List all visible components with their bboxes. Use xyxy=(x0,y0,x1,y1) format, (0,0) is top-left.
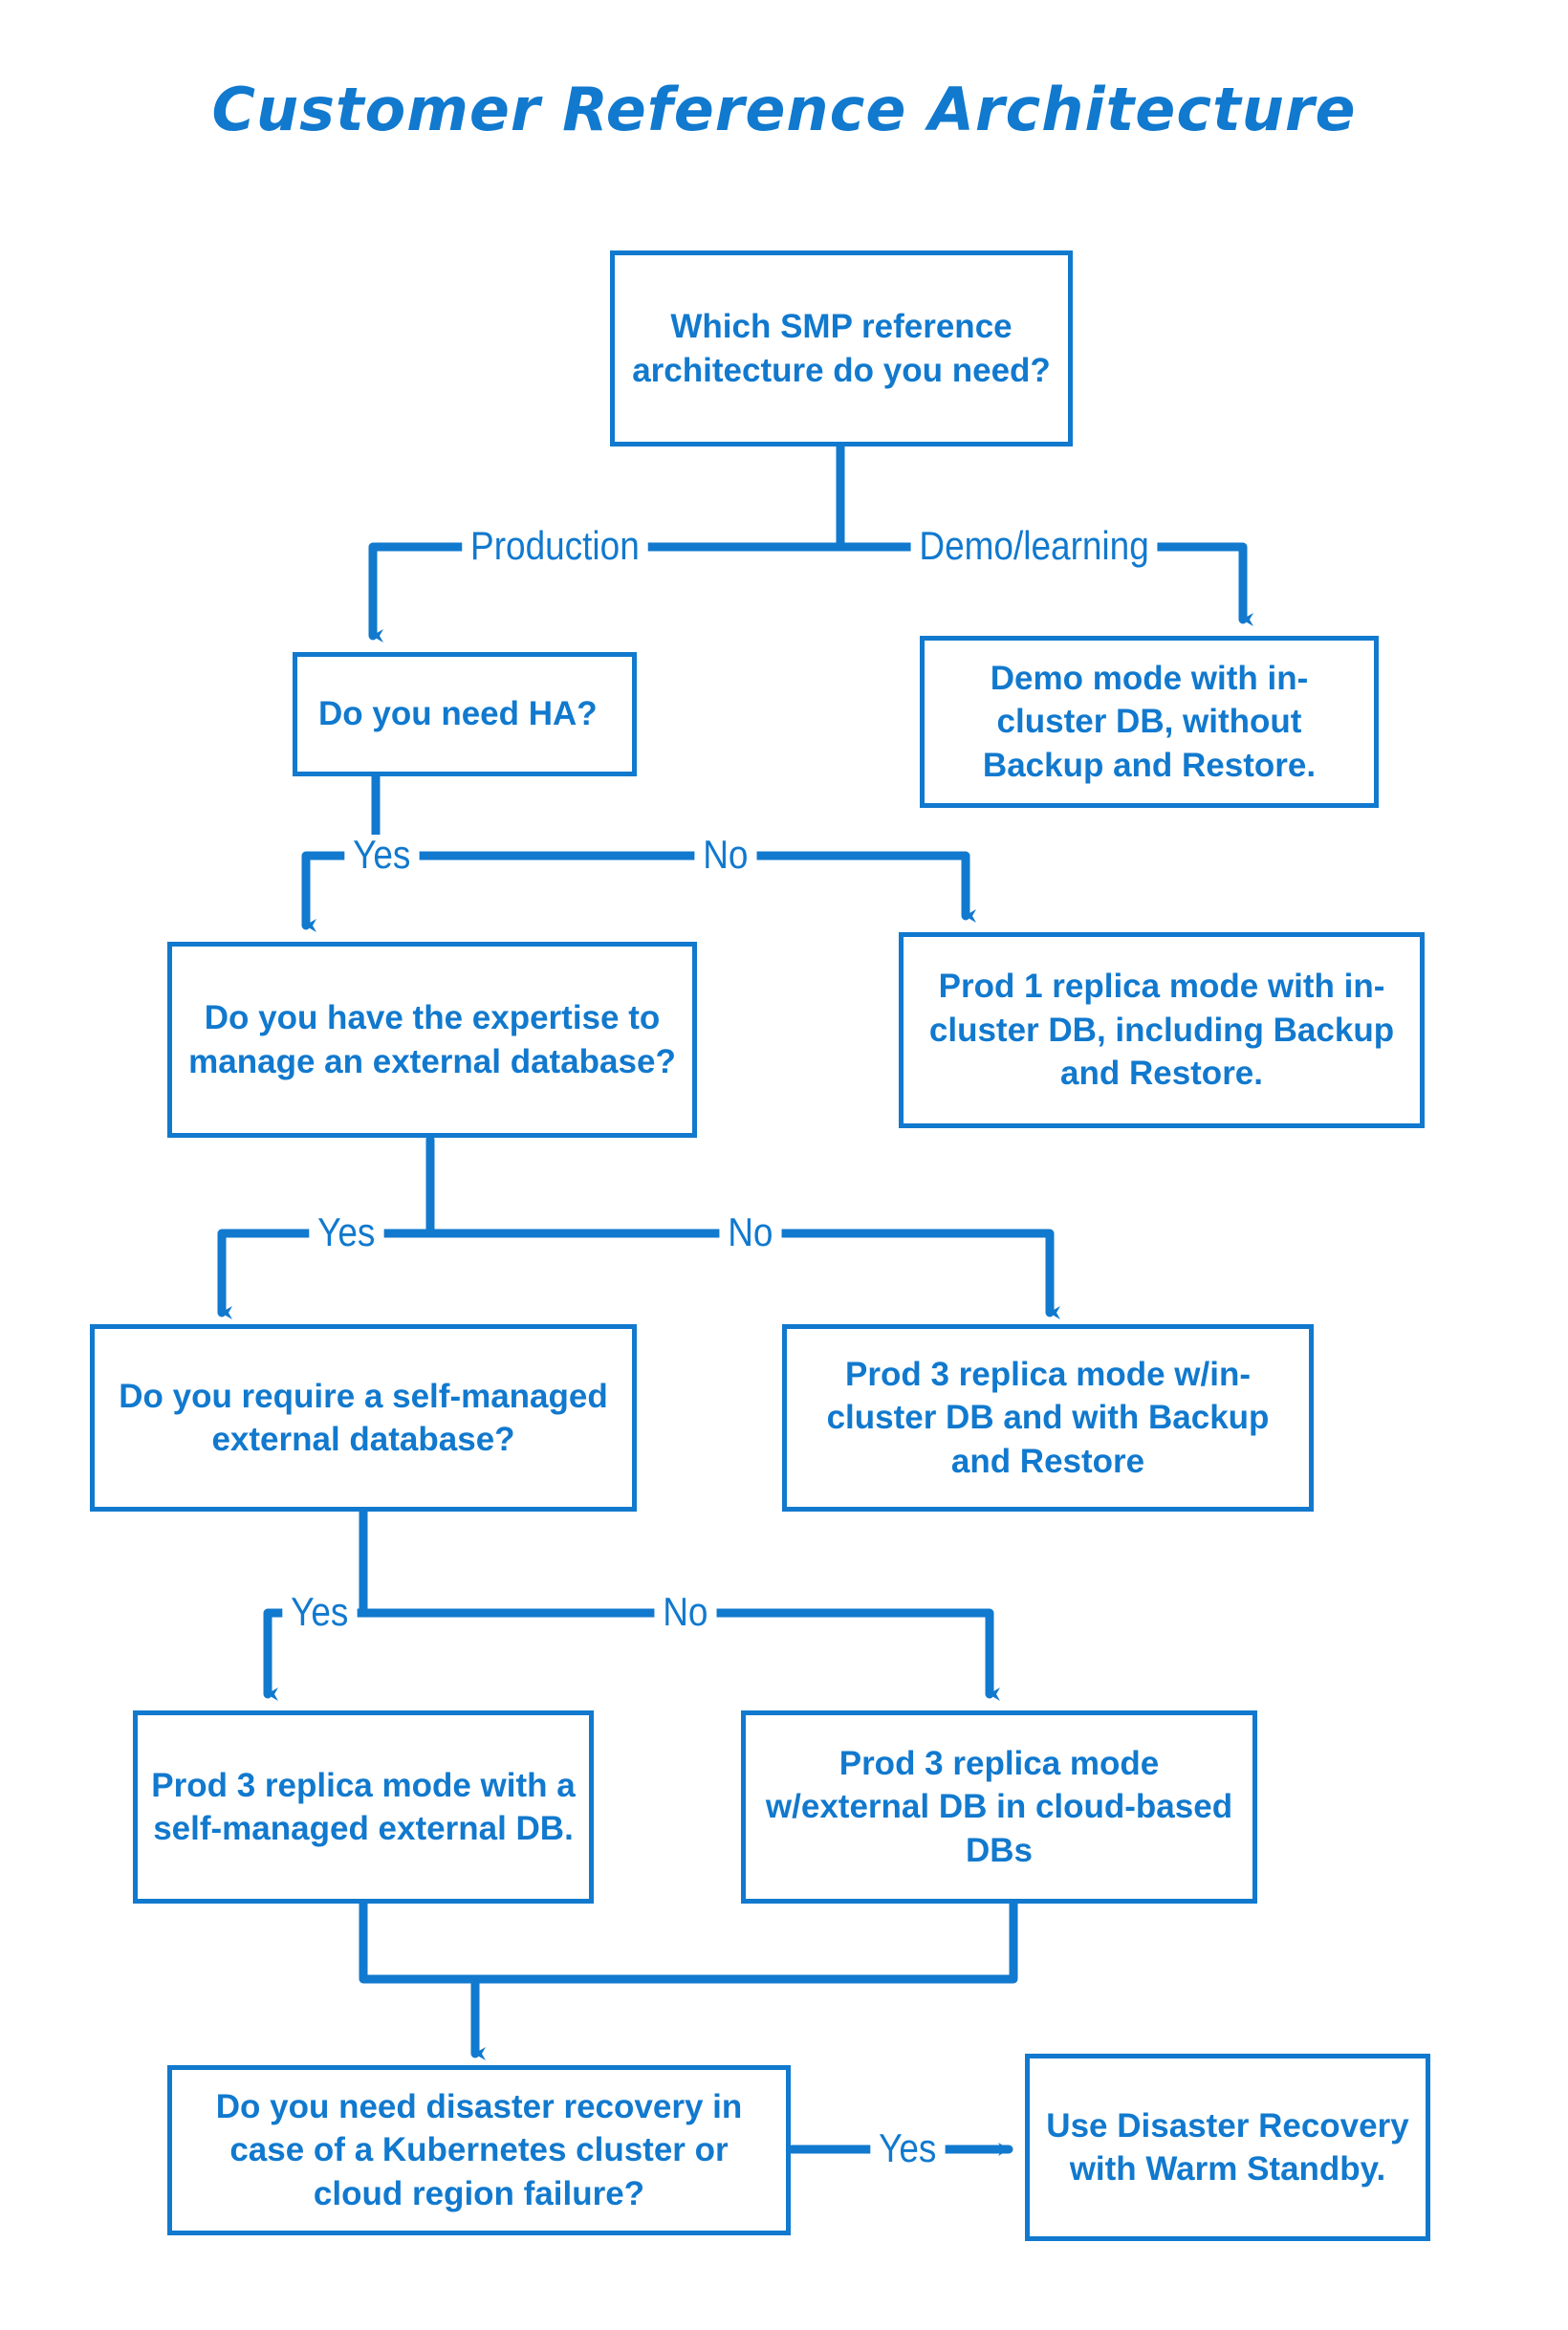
node-which-smp-reference-architecture[interactable]: Which SMP reference architecture do you … xyxy=(610,250,1073,446)
edge-label-ha-yes: Yes xyxy=(344,835,420,875)
edge-label-selfmanaged-yes: Yes xyxy=(282,1592,358,1632)
edge-label-selfmanaged-no: No xyxy=(654,1592,717,1632)
connector-ha-no xyxy=(371,851,976,923)
node-do-you-need-ha[interactable]: Do you need HA? xyxy=(293,652,637,776)
node-demo-mode-in-cluster-db[interactable]: Demo mode with in-cluster DB, without Ba… xyxy=(920,636,1379,808)
node-require-self-managed-external-db[interactable]: Do you require a self-managed external d… xyxy=(90,1324,637,1512)
node-expertise-external-database[interactable]: Do you have the expertise to manage an e… xyxy=(167,942,697,1138)
connector-selfmanaged-no xyxy=(359,1608,1000,1701)
node-prod-3-replica-in-cluster-db[interactable]: Prod 3 replica mode w/in-cluster DB and … xyxy=(782,1324,1314,1512)
connector-n9-merge xyxy=(470,1898,1018,1984)
edge-label-demo-learning: Demo/learning xyxy=(910,526,1158,566)
edge-label-ha-no: No xyxy=(694,835,757,875)
node-need-disaster-recovery[interactable]: Do you need disaster recovery in case of… xyxy=(167,2065,791,2235)
edge-label-expertise-no: No xyxy=(719,1212,782,1252)
node-use-disaster-recovery-warm-standby[interactable]: Use Disaster Recovery with Warm Standby. xyxy=(1025,2054,1430,2241)
connector-n8-merge xyxy=(359,1898,480,1984)
connector-expertise-no xyxy=(425,1229,1060,1319)
edge-label-dr-yes: Yes xyxy=(870,2128,946,2168)
node-prod-1-replica-mode[interactable]: Prod 1 replica mode with in-cluster DB, … xyxy=(899,932,1425,1128)
node-prod-3-replica-self-managed-external-db[interactable]: Prod 3 replica mode with a self-managed … xyxy=(133,1710,594,1904)
node-prod-3-replica-cloud-based-dbs[interactable]: Prod 3 replica mode w/external DB in clo… xyxy=(741,1710,1257,1904)
page-title: Customer Reference Architecture xyxy=(211,75,1357,144)
edge-label-expertise-yes: Yes xyxy=(309,1212,384,1252)
connector-production xyxy=(368,542,845,642)
edge-label-production: Production xyxy=(462,526,648,566)
